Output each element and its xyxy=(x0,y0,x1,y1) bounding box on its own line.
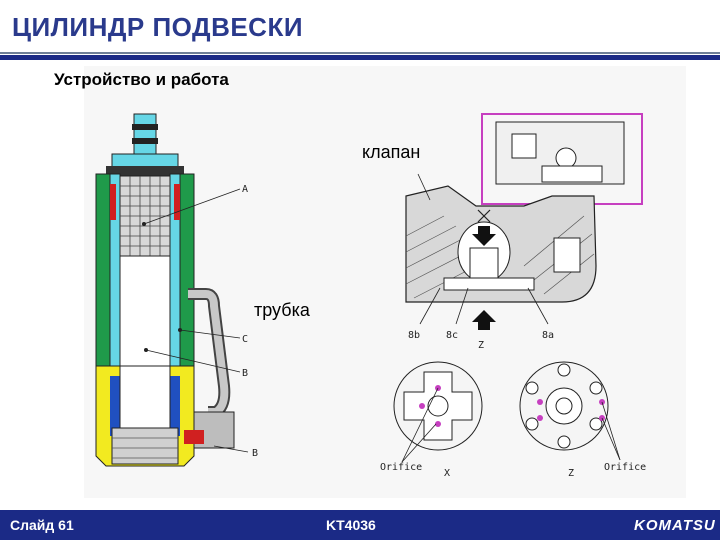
valve-cross-section: Z 8b 8c 8a xyxy=(405,113,643,351)
course-code: KT4036 xyxy=(326,517,376,533)
slide-number: Слайд 61 xyxy=(10,517,74,533)
port-8a: 8a xyxy=(542,330,554,341)
z-view-label: Z xyxy=(568,468,574,479)
subtitle: Устройство и работа xyxy=(54,70,229,89)
orifice-label-left: Orifice xyxy=(380,462,422,473)
label-b-lower: B xyxy=(252,448,258,459)
footer-bar xyxy=(0,510,720,540)
komatsu-logo: KOMATSU xyxy=(634,517,716,534)
orifice-view-x: Orifice X xyxy=(380,361,483,479)
cylinder-diagram: A C B B Z xyxy=(95,113,646,479)
view-z-mark: Z xyxy=(478,340,484,351)
label-b-upper: B xyxy=(242,368,248,379)
orifice-view-z: Orifice Z xyxy=(519,361,646,479)
port-8c: 8c xyxy=(446,330,458,341)
tube-label: трубка xyxy=(254,300,310,320)
cylinder-cross-section: A C B B xyxy=(95,113,258,467)
slide-title: ЦИЛИНДР ПОДВЕСКИ xyxy=(12,12,304,42)
port-8b: 8b xyxy=(408,330,420,341)
label-a: A xyxy=(242,184,248,195)
label-c: C xyxy=(242,334,248,345)
title-underline xyxy=(0,52,720,60)
orifice-label-right: Orifice xyxy=(604,462,646,473)
x-view-label: X xyxy=(444,468,450,479)
valve-label: клапан xyxy=(362,142,421,162)
